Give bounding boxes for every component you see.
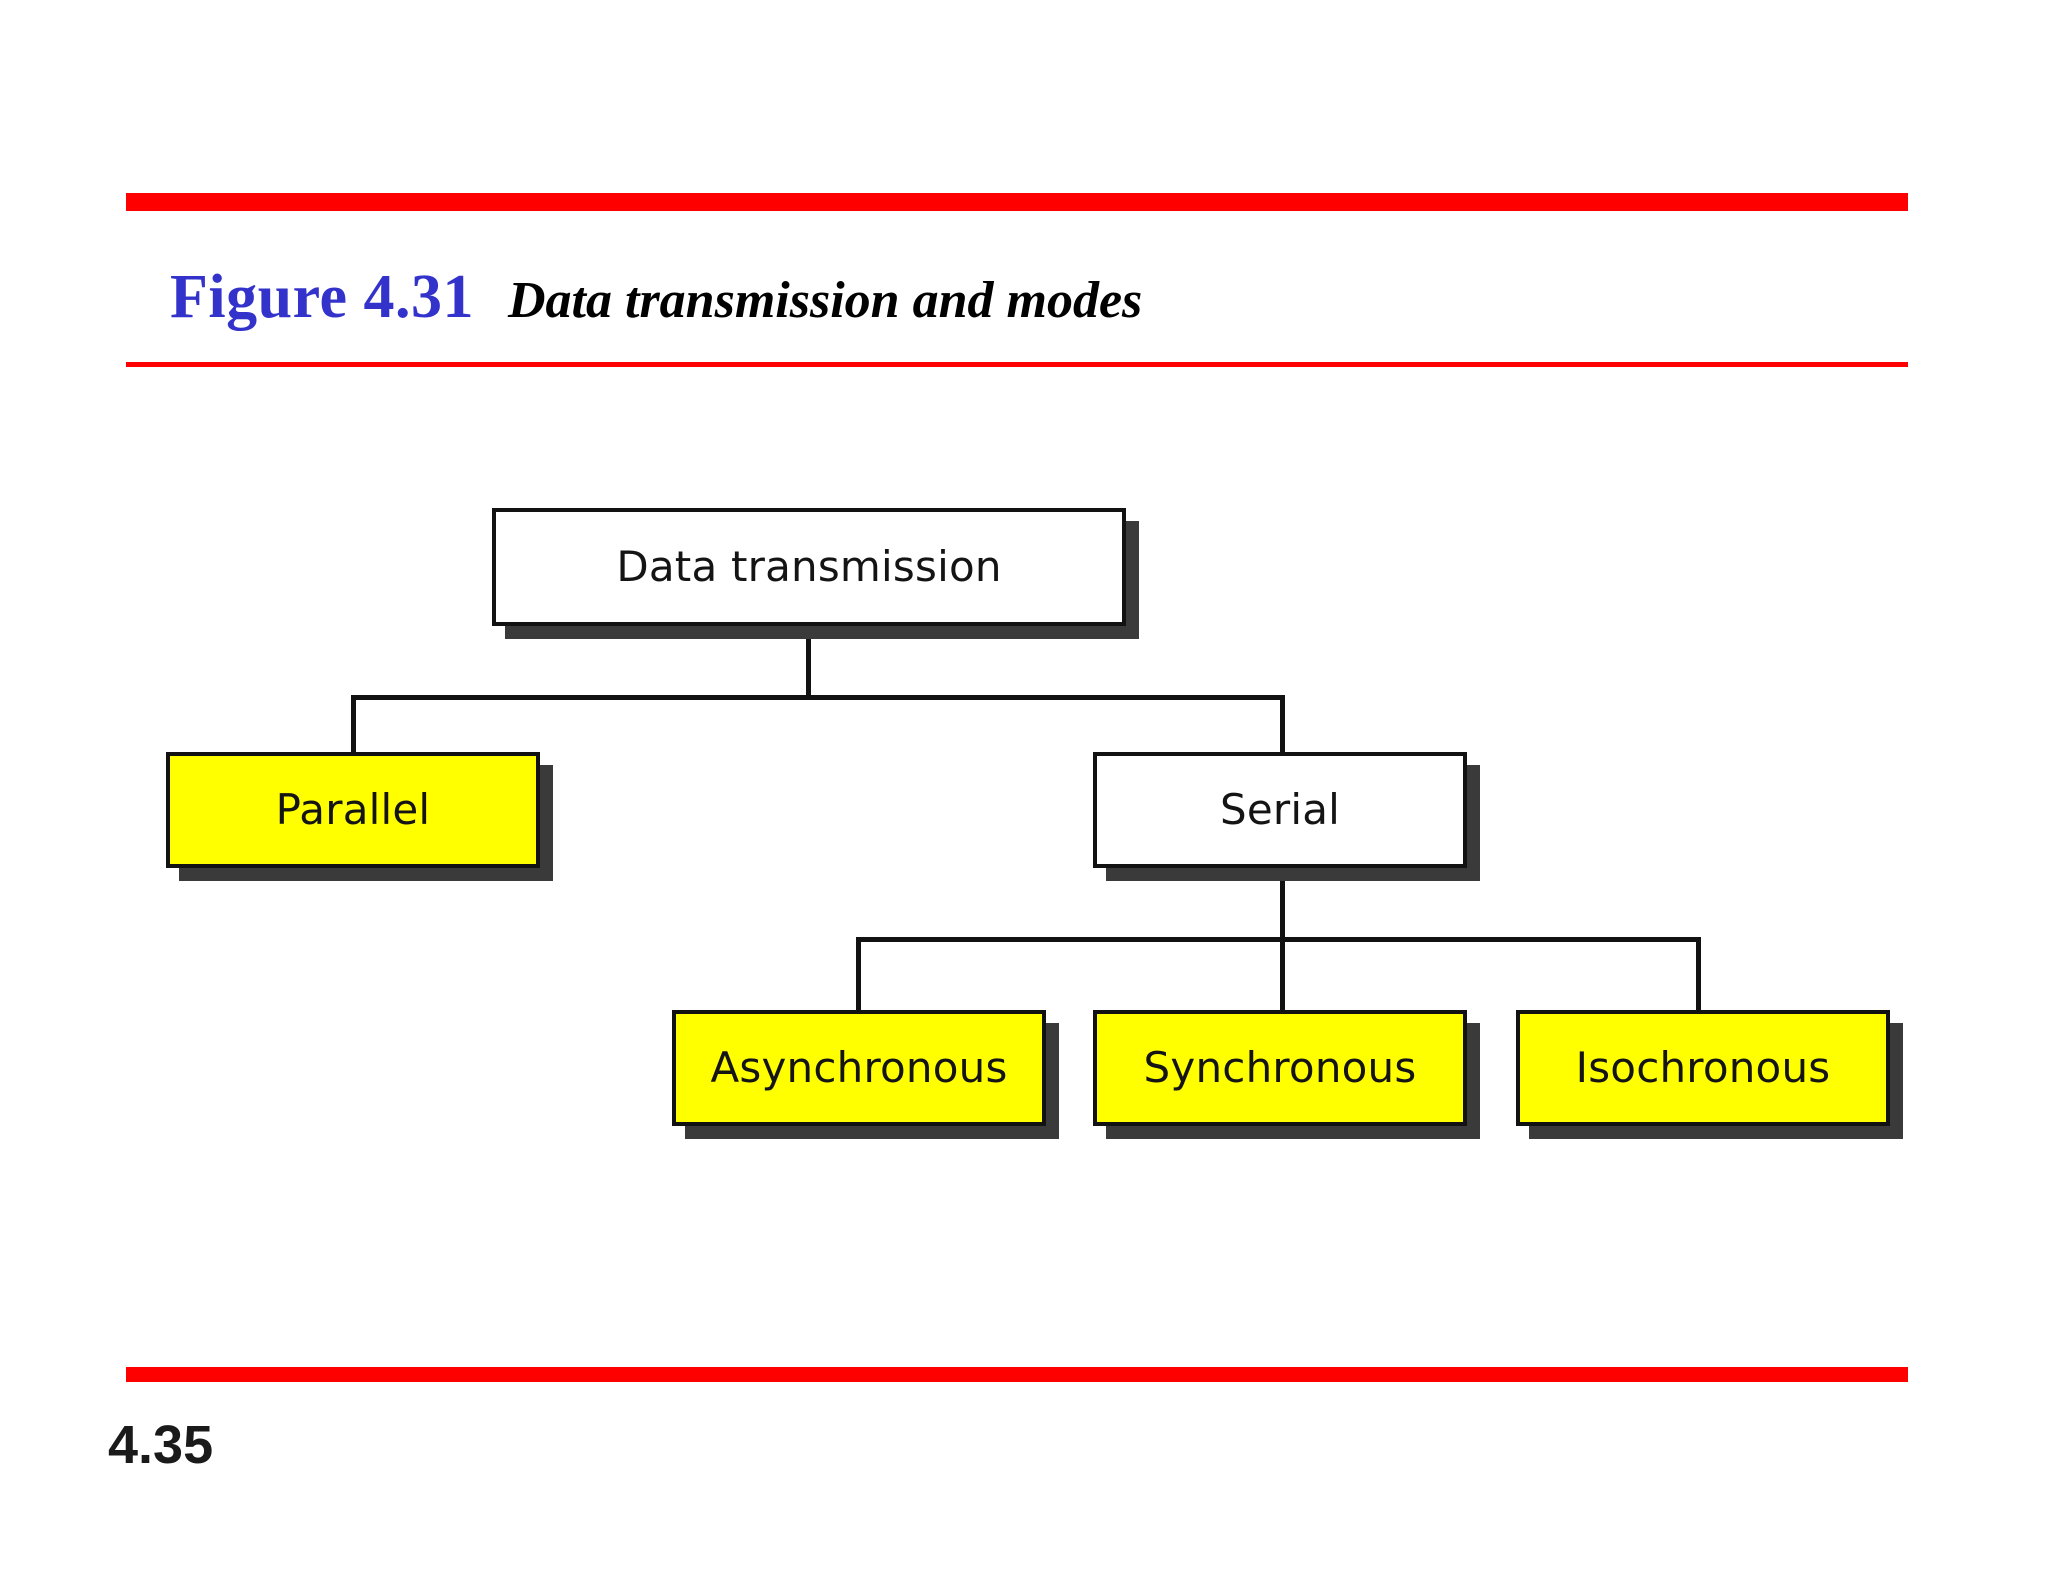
connector-level2-horizontal-bar <box>856 937 1701 942</box>
node-serial[interactable]: Serial <box>1093 752 1467 868</box>
node-isochronous[interactable]: Isochronous <box>1516 1010 1890 1126</box>
node-parallel[interactable]: Parallel <box>166 752 540 868</box>
node-label-parallel: Parallel <box>275 785 431 834</box>
connector-serial-stem <box>1280 868 1285 940</box>
connector-level1-horizontal-bar <box>351 695 1285 700</box>
page-number: 4.35 <box>108 1415 214 1475</box>
footer-rule <box>126 1367 1908 1382</box>
connector-to-isochronous <box>1696 937 1701 1013</box>
connector-to-asynchronous <box>856 937 861 1013</box>
connector-data-transmission-stem <box>806 626 811 698</box>
connector-to-parallel <box>351 695 356 754</box>
node-label-data-transmission: Data transmission <box>616 542 1002 591</box>
node-data-transmission[interactable]: Data transmission <box>492 508 1126 626</box>
node-label-synchronous: Synchronous <box>1143 1043 1417 1092</box>
connector-to-synchronous <box>1280 937 1285 1013</box>
connector-to-serial <box>1280 695 1285 754</box>
figure-caption: Data transmission and modes <box>508 272 1143 329</box>
header-rule-thick <box>126 193 1908 211</box>
figure-label: Figure 4.31 <box>170 263 474 331</box>
figure-title: Figure 4.31 Data transmission and modes <box>170 262 1142 334</box>
node-label-serial: Serial <box>1219 785 1341 834</box>
header-rule-thin <box>126 362 1908 367</box>
node-synchronous[interactable]: Synchronous <box>1093 1010 1467 1126</box>
node-label-isochronous: Isochronous <box>1575 1043 1831 1092</box>
node-asynchronous[interactable]: Asynchronous <box>672 1010 1046 1126</box>
node-label-asynchronous: Asynchronous <box>710 1043 1008 1092</box>
